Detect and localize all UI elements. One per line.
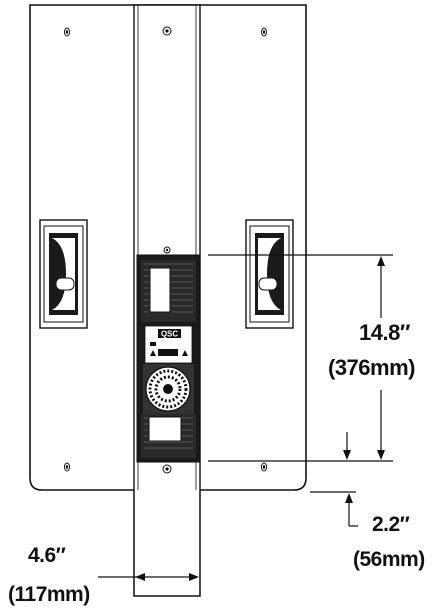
screw-icon: [162, 26, 172, 36]
screw-icon: [261, 462, 267, 472]
offset-metric-label: (56mm): [353, 548, 425, 571]
left-handle: [39, 219, 88, 329]
offset-imperial-label: 2.2″: [372, 513, 410, 536]
screw-icon: [261, 27, 267, 37]
width-metric-label: (117mm): [8, 583, 90, 606]
screw-icon: [64, 27, 70, 37]
screw-icon: [64, 462, 70, 472]
dimension-height-lines: [208, 254, 393, 462]
right-handle: [245, 219, 294, 329]
width-imperial-label: 4.6″: [28, 544, 66, 567]
dimension-bottom-offset-lines: [310, 491, 358, 527]
brand-plate-text: QSC: [161, 330, 179, 339]
screw-icon: [163, 246, 171, 254]
height-metric-label: (376mm): [328, 355, 415, 380]
dimension-width-lines: [98, 490, 201, 596]
screw-icon: [162, 464, 172, 474]
amplifier-module: QSC: [136, 254, 201, 463]
height-imperial-label: 14.8″: [359, 320, 410, 345]
